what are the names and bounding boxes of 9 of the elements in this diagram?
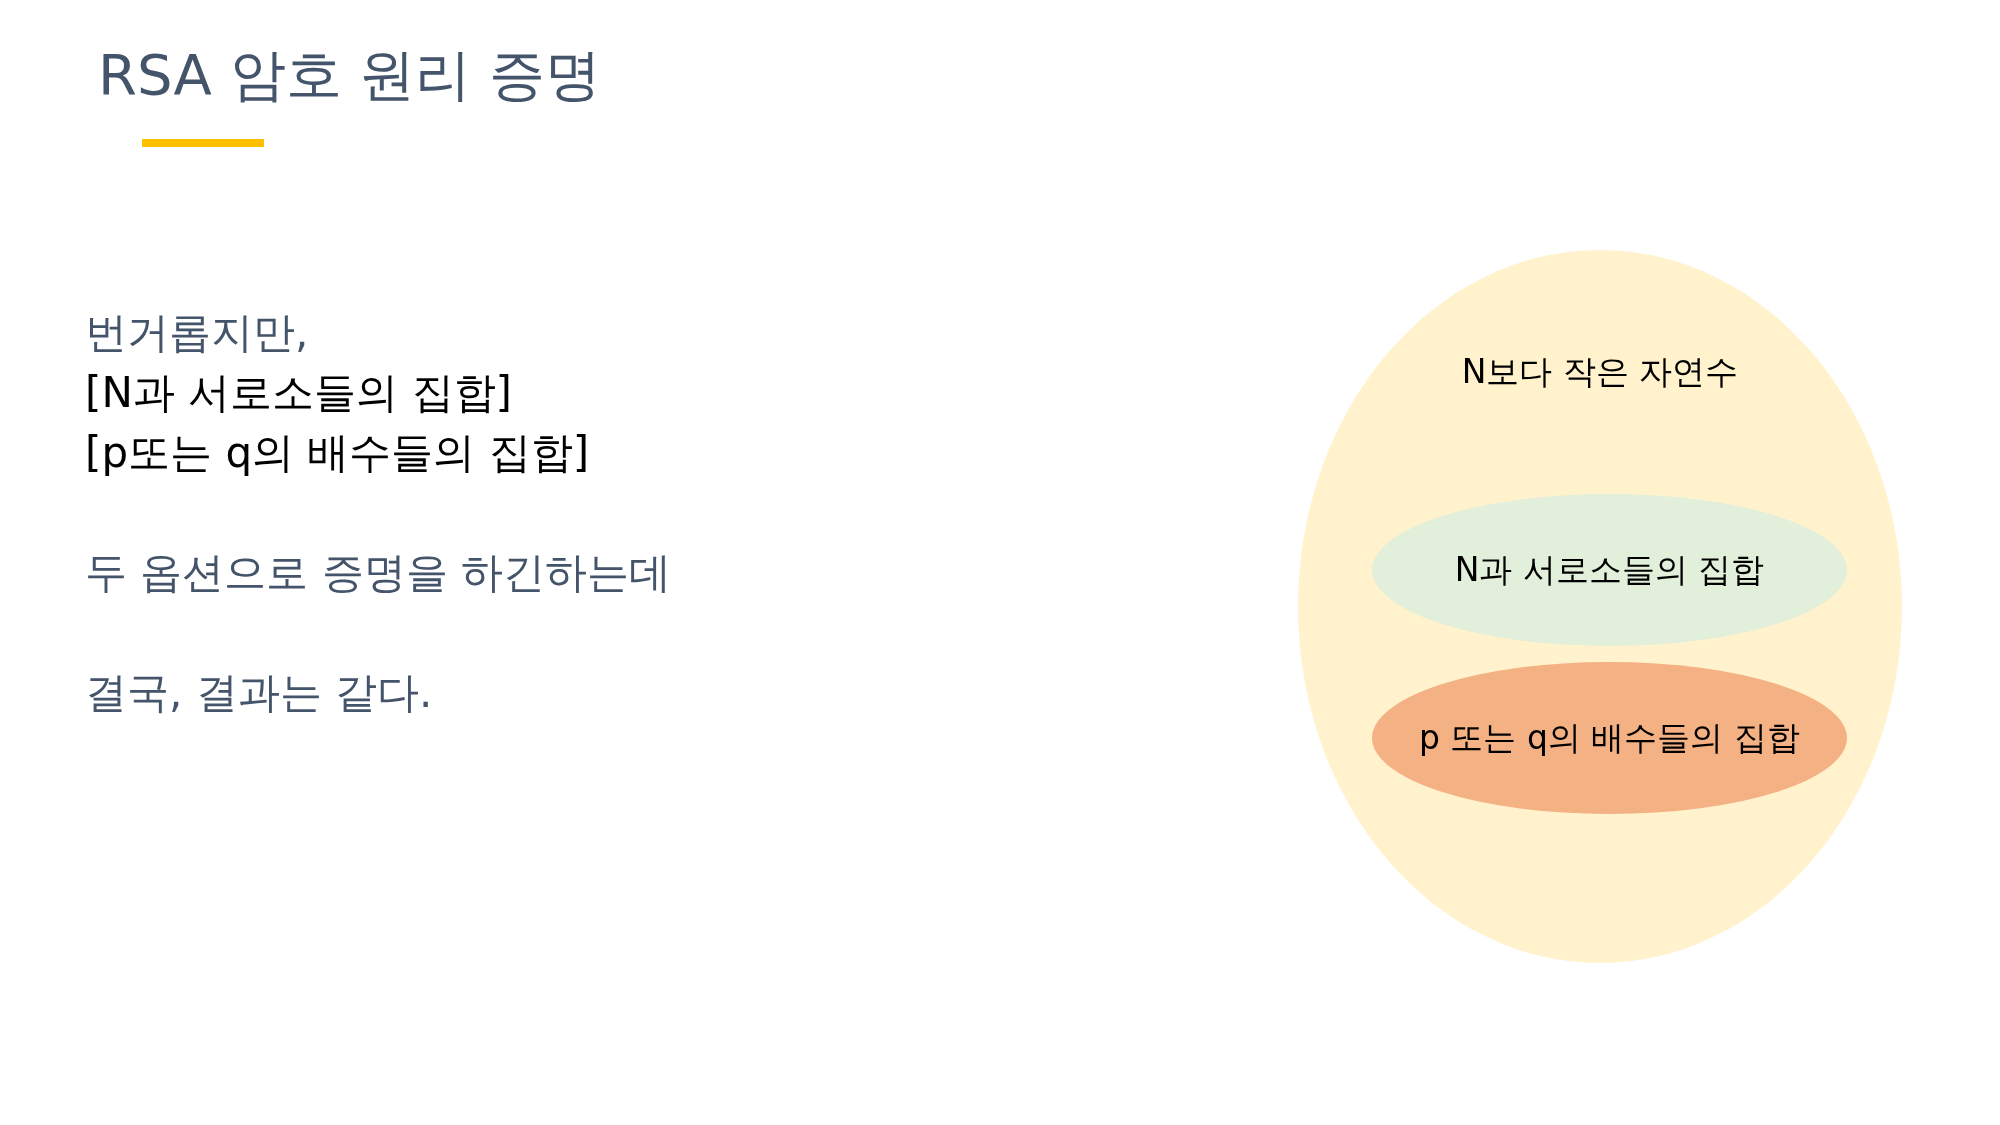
node-label: N과 서로소들의 집합	[1454, 548, 1765, 591]
node-label: p 또는 q의 배수들의 집합	[1419, 716, 1800, 759]
node-label: N보다 작은 자연수	[1460, 351, 1740, 393]
body-text: [p또는 q의 배수들의 집합]	[85, 427, 590, 479]
body-text: [N과 서로소들의 집합]	[85, 367, 512, 419]
body-text: 결국, 결과는 같다.	[85, 667, 433, 719]
body-text: 두 옵션으로 증명을 하긴하는데	[85, 547, 672, 599]
slide-title: RSA 암호 원리 증명	[98, 41, 602, 109]
body-text: 번거롭지만,	[85, 307, 309, 359]
